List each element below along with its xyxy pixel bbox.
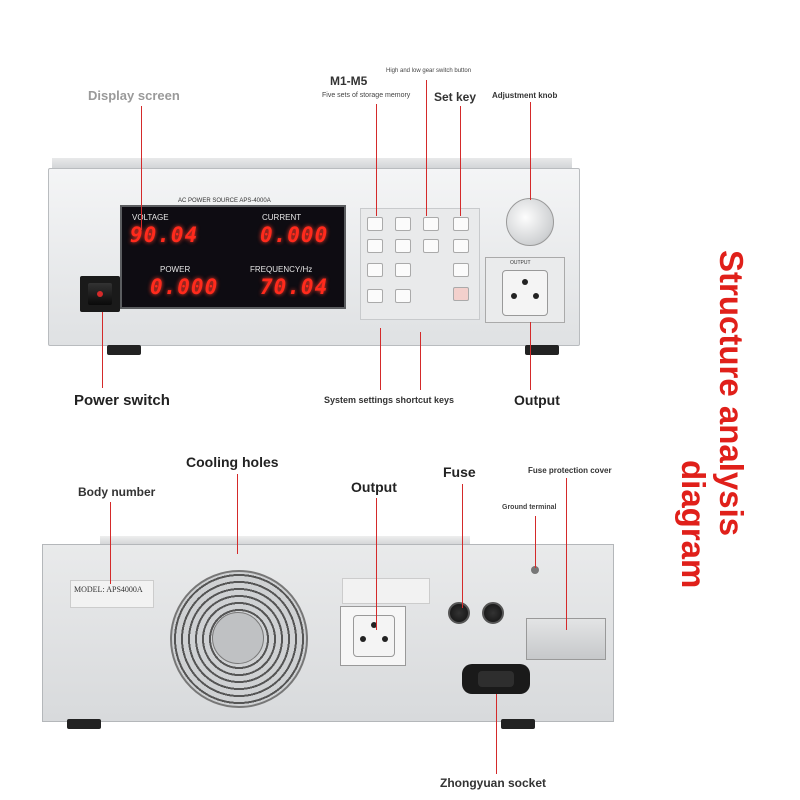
- leader-fuse: [462, 484, 463, 608]
- title-line-1: Structure analysis: [713, 250, 750, 537]
- back-socket-hole-left: [360, 636, 366, 642]
- label-back-output: Output: [351, 479, 397, 495]
- title-line-2: diagram: [675, 460, 712, 589]
- leader-shortcut-right: [420, 332, 421, 390]
- leader-ground-terminal: [535, 516, 536, 568]
- leader-display-screen: [141, 106, 142, 230]
- voltage-label: VOLTAGE: [132, 213, 169, 222]
- panel-title: AC POWER SOURCE APS-4000A: [178, 198, 271, 204]
- current-label: CURRENT: [262, 213, 302, 222]
- output-key[interactable]: [453, 287, 469, 301]
- set-key-3[interactable]: [453, 263, 469, 277]
- label-fuse-protection-cover: Fuse protection cover: [528, 466, 612, 475]
- power-label: POWER: [160, 265, 191, 274]
- leader-adjustment-knob: [530, 102, 531, 200]
- memory-key-3[interactable]: [367, 239, 383, 253]
- label-ground-terminal: Ground terminal: [502, 504, 557, 511]
- fuse-holder-1[interactable]: [448, 602, 470, 624]
- cooling-fan-hub: [212, 612, 264, 664]
- diagram-title: Structure analysis diagram: [675, 250, 780, 650]
- adjustment-knob[interactable]: [506, 198, 554, 246]
- frequency-label: FREQUENCY/Hz: [250, 265, 313, 274]
- leader-m1-m5: [376, 104, 377, 216]
- power-value: 0.000: [150, 275, 219, 299]
- model-label: MODEL: APS4000A: [74, 585, 143, 594]
- back-output-outlet: [340, 606, 406, 666]
- display-screen: VOLTAGE CURRENT 90.04 0.000 POWER FREQUE…: [120, 205, 346, 309]
- keypad: [360, 208, 480, 320]
- current-value: 0.000: [260, 223, 329, 247]
- shortcut-key-2[interactable]: [367, 289, 383, 303]
- gear-key-2[interactable]: [423, 239, 439, 253]
- leader-power-switch: [102, 312, 103, 388]
- label-power-switch: Power switch: [74, 392, 170, 409]
- front-socket: [502, 270, 548, 316]
- socket-hole-top: [522, 279, 528, 285]
- label-adjustment-knob: Adjustment knob: [492, 91, 558, 100]
- label-body-number: Body number: [78, 485, 156, 499]
- front-device-top: [52, 158, 572, 170]
- back-socket-hole-right: [382, 636, 388, 642]
- front-output-outlet: OUTPUT: [485, 257, 565, 323]
- label-cooling-holes: Cooling holes: [186, 454, 279, 470]
- leader-body-number: [110, 502, 111, 584]
- leader-front-output: [530, 322, 531, 390]
- body-number-sticker: MODEL: APS4000A: [70, 580, 154, 608]
- leader-cooling-holes: [237, 474, 238, 554]
- label-front-output: Output: [514, 392, 560, 408]
- label-m1-m5: M1-M5: [330, 74, 368, 88]
- back-socket: [353, 615, 395, 657]
- front-foot-right: [525, 345, 559, 355]
- power-indicator-icon: [97, 291, 103, 297]
- memory-key-5[interactable]: [367, 263, 383, 277]
- leader-back-output: [376, 498, 377, 630]
- label-set-key: Set key: [434, 90, 477, 104]
- fuse-holder-2[interactable]: [482, 602, 504, 624]
- outlet-label: OUTPUT: [510, 260, 531, 266]
- info-sticker: [342, 578, 430, 604]
- ground-terminal-icon: [531, 566, 539, 574]
- memory-key-1[interactable]: [367, 217, 383, 231]
- shortcut-key-3[interactable]: [395, 289, 411, 303]
- memory-key-4[interactable]: [395, 239, 411, 253]
- leader-gear-switch: [426, 80, 427, 216]
- frequency-value: 70.04: [260, 275, 329, 299]
- back-foot-right: [501, 719, 535, 729]
- back-socket-hole-top: [371, 622, 377, 628]
- label-display-screen: Display screen: [88, 88, 180, 103]
- leader-set-key: [460, 106, 461, 216]
- set-key-2[interactable]: [453, 239, 469, 253]
- socket-hole-right: [533, 293, 539, 299]
- leader-shortcut-left: [380, 328, 381, 390]
- label-storage-memory: Five sets of storage memory: [322, 92, 411, 99]
- label-zhongyuan-socket: Zhongyuan socket: [440, 776, 547, 790]
- memory-key-2[interactable]: [395, 217, 411, 231]
- label-fuse: Fuse: [443, 464, 476, 480]
- back-foot-left: [67, 719, 101, 729]
- gear-switch-key[interactable]: [423, 217, 439, 231]
- zhongyuan-socket-pins: [478, 671, 514, 687]
- label-high-low-switch: High and low gear switch button: [386, 68, 472, 74]
- back-device-top: [100, 536, 470, 546]
- power-switch[interactable]: [88, 283, 112, 305]
- set-key-1[interactable]: [453, 217, 469, 231]
- leader-fuse-cover: [566, 478, 567, 630]
- leader-zhongyuan-socket: [496, 694, 497, 774]
- socket-hole-left: [511, 293, 517, 299]
- shortcut-key-1[interactable]: [395, 263, 411, 277]
- label-system-shortcut-keys: System settings shortcut keys: [324, 395, 455, 405]
- front-foot-left: [107, 345, 141, 355]
